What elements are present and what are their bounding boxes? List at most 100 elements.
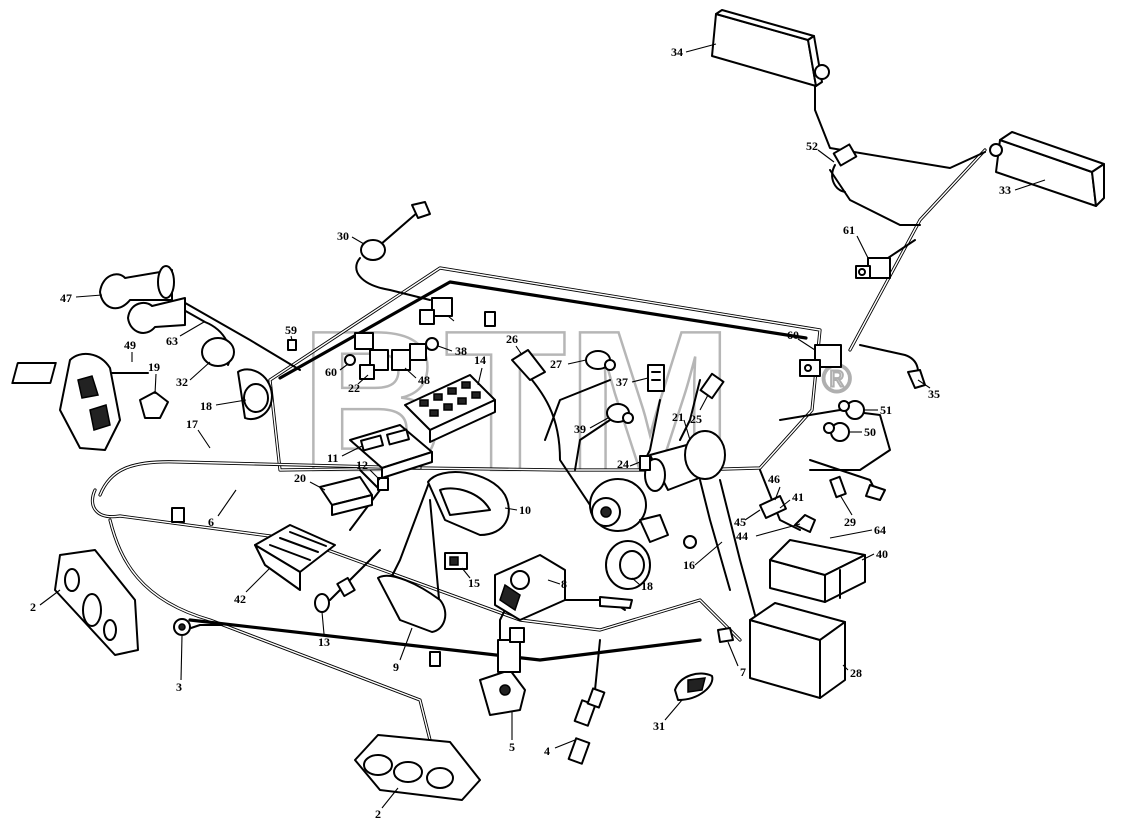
plug-19 [139,391,169,419]
relay-board-14 [404,374,496,443]
callout-32: 32 [176,375,188,389]
callout-28: 28 [850,666,862,680]
callout-42: 42 [234,592,246,606]
fuse-box-11 [349,424,433,479]
callout-9: 9 [393,660,399,674]
callout-8: 8 [561,577,567,591]
callout-22: 22 [348,381,360,395]
relay-43 [419,297,453,325]
sender-39 [606,403,634,424]
callout-51: 51 [880,403,892,417]
speaker-18-right [605,540,651,590]
plug-26 [511,349,546,381]
switch-61 [855,257,891,279]
steering-column-8 [494,554,633,621]
callout-11: 11 [327,451,338,465]
callout-15: 15 [468,576,480,590]
plug-13-lower [314,576,356,613]
rear-lamp-box-33 [989,131,1105,207]
headlamp-2-left [54,549,139,656]
callout-14: 14 [474,353,486,367]
callout-48: 48 [418,373,430,387]
callout-26: 26 [506,332,518,346]
lamp-51 [838,400,865,420]
callout-38: 38 [455,344,467,358]
lamp-31 [674,672,714,701]
plug-near-43 [484,311,496,327]
callout-50: 50 [864,425,876,439]
callout-35: 35 [928,387,940,401]
gauge-cluster-10 [427,471,510,536]
plugs-4 [567,687,606,765]
callout-2-bottom: 2 [375,807,381,821]
callout-31: 31 [653,719,665,733]
connector-52 [831,143,858,193]
sender-3 [173,618,191,636]
plugs-29 [829,475,886,501]
wiper-motor [59,352,121,451]
cover-9 [377,574,447,633]
clip-17 [171,507,185,523]
callout-41: 41 [792,490,804,504]
switch-15 [444,552,468,570]
unit-20 [319,476,373,516]
callout-52: 52 [806,139,818,153]
battery-40 [769,514,866,603]
callout-19: 19 [148,360,160,374]
callout-60-left: 60 [325,365,337,379]
callout-13-lower: 13 [318,635,330,649]
callout-17: 17 [186,417,198,431]
callout-16: 16 [683,558,695,572]
callout-46: 46 [768,472,780,486]
connector-37 [647,364,665,392]
callout-61: 61 [843,223,855,237]
callout-3: 3 [176,680,182,694]
callout-20: 20 [294,471,306,485]
callout-59: 59 [285,323,297,337]
lamp-30 [360,201,431,261]
plug-near-9 [429,651,441,667]
callout-39: 39 [574,422,586,436]
lamp-32 [201,337,235,367]
relay-38 [425,337,439,351]
switch-pad-42 [254,524,336,591]
headlamp-2-bottom [354,734,481,801]
callout-34: 34 [671,45,683,59]
column-switch-5 [479,627,526,716]
callout-44: 44 [736,529,748,543]
horns-47 [99,265,186,334]
switch-60-right [799,344,842,377]
callout-18-right: 18 [641,579,653,593]
callout-6: 6 [208,515,214,529]
callout-30: 30 [337,229,349,243]
relay-cluster-48 [354,332,427,380]
relay-41-46 [759,495,787,519]
callout-18-left: 18 [200,399,212,413]
plug-35 [907,369,926,389]
callout-21: 21 [672,410,684,424]
connector-49 [11,362,149,384]
callout-10: 10 [519,503,531,517]
callout-12: 12 [356,458,368,472]
plug-59 [287,339,297,351]
callout-40: 40 [876,547,888,561]
callout-47: 47 [60,291,72,305]
lamp-16 [683,535,697,549]
sender-27 [585,350,616,371]
callout-24: 24 [617,457,629,471]
rear-lamp-box-34 [711,9,830,87]
callout-45: 45 [734,515,746,529]
callout-33: 33 [999,183,1011,197]
connector-24 [639,455,651,471]
callout-63: 63 [166,334,178,348]
alternator [589,478,669,543]
box-28 [749,602,846,699]
callouts: 34 52 33 61 35 60 51 50 29 64 40 28 46 4… [30,43,1046,821]
callout-2-left: 2 [30,600,36,614]
clip-7 [717,627,734,643]
callout-64: 64 [874,523,886,537]
callout-4: 4 [544,744,550,758]
callout-49: 49 [124,338,136,352]
callout-37: 37 [616,375,628,389]
callout-7: 7 [740,665,746,679]
